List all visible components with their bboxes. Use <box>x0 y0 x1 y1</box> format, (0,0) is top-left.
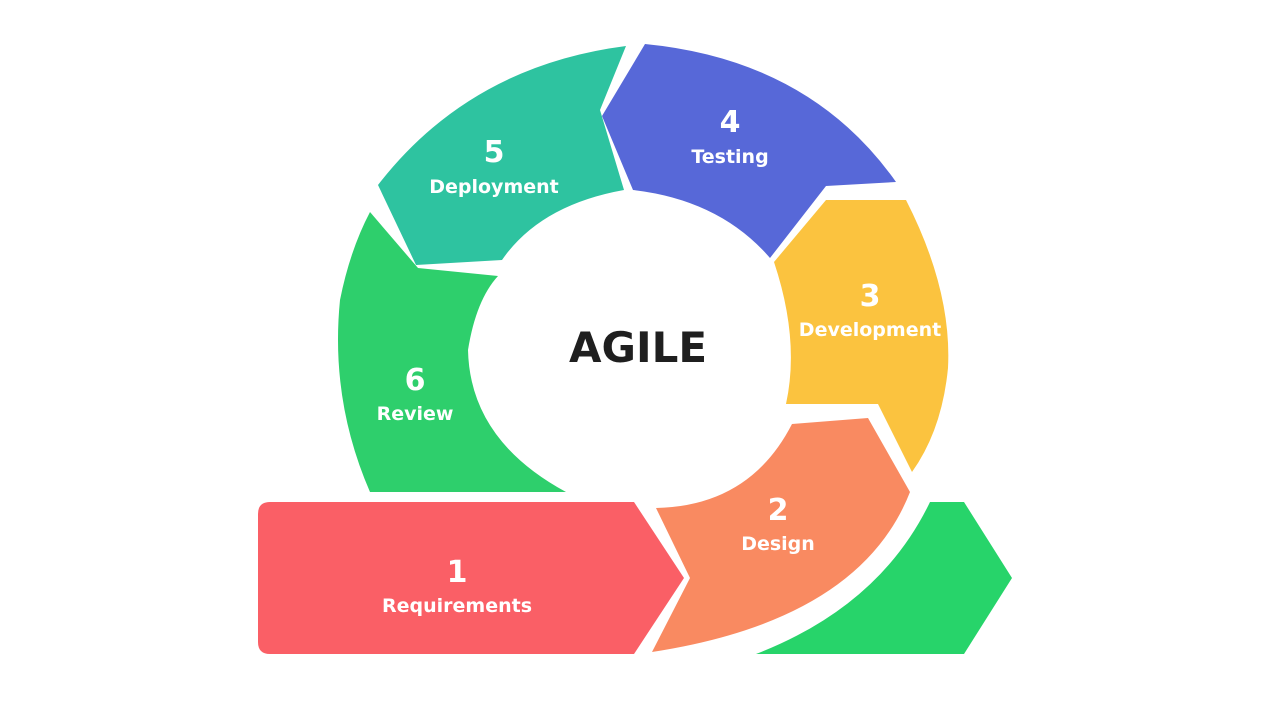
stage-6-label: Review <box>377 403 454 425</box>
stage-4-label: Testing <box>691 146 768 168</box>
stage-2-number: 2 <box>768 493 789 528</box>
segment-requirements <box>258 502 684 654</box>
segment-development <box>774 200 949 472</box>
segment-deployment <box>378 46 626 265</box>
return-arrow <box>756 502 1012 654</box>
center-circle <box>484 198 784 498</box>
stage-5-label: Deployment <box>429 176 559 198</box>
stage-5-number: 5 <box>484 135 505 170</box>
segment-review <box>338 212 566 492</box>
stage-3-label: Development <box>799 319 941 341</box>
center-title: AGILE <box>569 323 707 372</box>
segment-design <box>652 418 910 652</box>
stage-2-label: Design <box>741 533 815 555</box>
stage-1-number: 1 <box>447 555 468 590</box>
stage-3-number: 3 <box>860 279 881 314</box>
segment-testing <box>602 44 896 258</box>
stage-4-number: 4 <box>720 105 741 140</box>
stage-6-number: 6 <box>405 363 426 398</box>
stage-1-label: Requirements <box>382 595 532 617</box>
